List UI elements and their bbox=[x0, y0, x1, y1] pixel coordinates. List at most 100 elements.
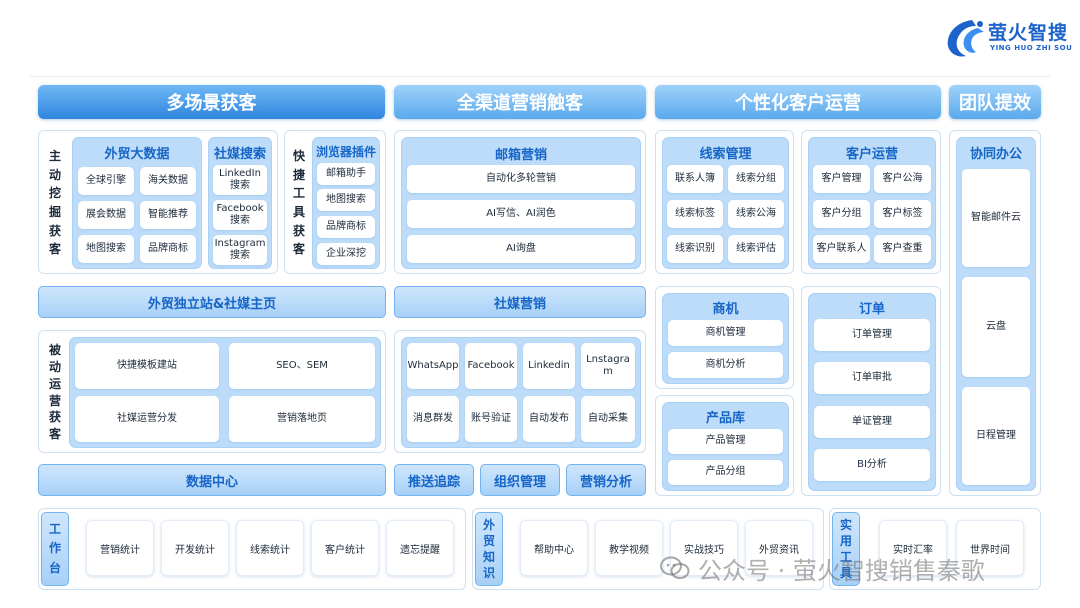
item-smart-recommend[interactable]: 智能推荐 bbox=[140, 201, 196, 229]
item-customer-pool[interactable]: 客户公海 bbox=[874, 165, 931, 193]
item-order-mgmt[interactable]: 订单管理 bbox=[814, 319, 930, 351]
collab-panel: 协同办公 智能邮件云 云盘 日程管理 bbox=[949, 130, 1041, 496]
item-ai-inquiry[interactable]: AI询盘 bbox=[407, 235, 635, 263]
header-all-channel: 全渠道营销触客 bbox=[394, 85, 646, 119]
item-lead-pool[interactable]: 线索公海 bbox=[728, 200, 784, 228]
social-search-title: 社媒搜索 bbox=[213, 147, 266, 162]
item-dev-stats[interactable]: 开发统计 bbox=[161, 520, 229, 576]
item-customer-group[interactable]: 客户分组 bbox=[813, 200, 870, 228]
foreign-trade-data-title: 外贸大数据 bbox=[104, 147, 170, 162]
opportunity-group: 商机 商机管理 商机分析 bbox=[662, 293, 789, 384]
item-smart-mail-cloud[interactable]: 智能邮件云 bbox=[962, 169, 1030, 267]
item-mass-message[interactable]: 消息群发 bbox=[407, 396, 459, 442]
social-search-group: 社媒搜索 LinkedIn 搜索 Facebook 搜索 Instagram 搜… bbox=[208, 137, 272, 269]
active-acquisition-label: 主动挖掘获客 bbox=[48, 149, 61, 257]
item-brand-plugin[interactable]: 品牌商标 bbox=[317, 216, 375, 238]
item-account-verify[interactable]: 账号验证 bbox=[465, 396, 517, 442]
collab-group: 协同办公 智能邮件云 云盘 日程管理 bbox=[956, 137, 1036, 491]
item-company-dig[interactable]: 企业深挖 bbox=[317, 243, 375, 265]
data-center-bar[interactable]: 数据中心 bbox=[38, 464, 386, 496]
tab-org-management[interactable]: 组织管理 bbox=[480, 464, 560, 496]
passive-items-group: 快捷模板建站 SEO、SEM 社媒运营分发 营销落地页 bbox=[69, 337, 381, 448]
quick-tools-label: 快捷工具获客 bbox=[292, 149, 305, 257]
wechat-icon bbox=[660, 556, 690, 579]
social-marketing-panel: WhatsApp Facebook Linkedin Lnstagra m 消息… bbox=[394, 330, 646, 453]
site-bar[interactable]: 外贸独立站&社媒主页 bbox=[38, 286, 386, 318]
item-auto-multi-round[interactable]: 自动化多轮营销 bbox=[407, 165, 635, 193]
item-opportunity-mgmt[interactable]: 商机管理 bbox=[668, 320, 783, 346]
trade-knowledge-label: 外贸知识 bbox=[475, 512, 503, 586]
item-email-assistant[interactable]: 邮箱助手 bbox=[317, 163, 375, 185]
product-lib-title: 产品库 bbox=[705, 411, 745, 426]
item-landing-page[interactable]: 营销落地页 bbox=[229, 396, 375, 442]
tab-marketing-analysis[interactable]: 营销分析 bbox=[566, 464, 646, 496]
item-linkedin[interactable]: Linkedin bbox=[523, 343, 575, 389]
watermark: 公众号 · 萤火智搜销售秦歌 bbox=[660, 548, 1060, 588]
item-map-search[interactable]: 地图搜索 bbox=[78, 235, 134, 263]
firefly-logo-icon bbox=[947, 20, 984, 57]
email-marketing-group: 邮箱营销 自动化多轮营销 AI写信、AI润色 AI询盘 bbox=[401, 137, 641, 269]
lead-mgmt-panel: 线索管理 联系人簿 线索分组 线索标签 线索公海 线索识别 线索评估 bbox=[655, 130, 794, 274]
quick-tools-panel: 快捷工具获客 浏览器插件 邮箱助手 地图搜索 品牌商标 企业深挖 bbox=[284, 130, 386, 274]
item-brand-trademark[interactable]: 品牌商标 bbox=[140, 235, 196, 263]
item-world-time[interactable]: 世界时间 bbox=[956, 520, 1024, 576]
lead-mgmt-title: 线索管理 bbox=[699, 147, 752, 162]
item-lead-stats[interactable]: 线索统计 bbox=[236, 520, 304, 576]
item-lead-evaluate[interactable]: 线索评估 bbox=[728, 235, 784, 263]
email-marketing-panel: 邮箱营销 自动化多轮营销 AI写信、AI润色 AI询盘 bbox=[394, 130, 646, 274]
item-customer-mgmt[interactable]: 客户管理 bbox=[813, 165, 870, 193]
item-linkedin-search[interactable]: LinkedIn 搜索 bbox=[213, 165, 267, 195]
item-facebook-search[interactable]: Facebook 搜索 bbox=[213, 200, 267, 230]
item-instagram-search[interactable]: Instagram 搜索 bbox=[213, 235, 267, 265]
item-template-site[interactable]: 快捷模板建站 bbox=[75, 343, 219, 389]
item-lead-identify[interactable]: 线索识别 bbox=[667, 235, 723, 263]
social-marketing-bar[interactable]: 社媒营销 bbox=[394, 286, 646, 318]
watermark-text: 公众号 · 萤火智搜销售秦歌 bbox=[698, 556, 985, 585]
item-customs-data[interactable]: 海关数据 bbox=[140, 167, 196, 195]
item-opportunity-analysis[interactable]: 商机分析 bbox=[668, 352, 783, 378]
email-marketing-title: 邮箱营销 bbox=[494, 148, 547, 163]
item-contacts[interactable]: 联系人簿 bbox=[667, 165, 723, 193]
tab-push-tracking[interactable]: 推送追踪 bbox=[394, 464, 474, 496]
workbench-label: 工作台 bbox=[41, 512, 69, 586]
opportunity-title: 商机 bbox=[712, 302, 739, 317]
item-document-mgmt[interactable]: 单证管理 bbox=[814, 406, 930, 438]
item-instagram[interactable]: Lnstagra m bbox=[581, 343, 635, 389]
item-practical-tips[interactable]: 实战技巧 bbox=[670, 520, 738, 576]
item-social-distribution[interactable]: 社媒运营分发 bbox=[75, 396, 219, 442]
item-customer-stats[interactable]: 客户统计 bbox=[311, 520, 379, 576]
item-trade-news[interactable]: 外贸资讯 bbox=[745, 520, 813, 576]
item-customer-contact[interactable]: 客户联系人 bbox=[813, 235, 870, 263]
item-lead-group[interactable]: 线索分组 bbox=[728, 165, 784, 193]
brand-subtitle: YING HUO ZHI SOU bbox=[990, 44, 1073, 52]
item-lead-tag[interactable]: 线索标签 bbox=[667, 200, 723, 228]
item-cloud-drive[interactable]: 云盘 bbox=[962, 277, 1030, 377]
utilities-label: 实用工具 bbox=[832, 512, 860, 586]
item-calendar[interactable]: 日程管理 bbox=[962, 387, 1030, 485]
item-exchange-rate[interactable]: 实时汇率 bbox=[879, 520, 947, 576]
item-whatsapp[interactable]: WhatsApp bbox=[407, 343, 459, 389]
item-global-engine[interactable]: 全球引擎 bbox=[78, 167, 134, 195]
item-order-approval[interactable]: 订单审批 bbox=[814, 362, 930, 394]
passive-acquisition-label: 被动运营获客 bbox=[48, 343, 61, 442]
item-marketing-stats[interactable]: 营销统计 bbox=[86, 520, 154, 576]
item-customer-dedupe[interactable]: 客户查重 bbox=[874, 235, 931, 263]
item-auto-collect[interactable]: 自动采集 bbox=[581, 396, 635, 442]
order-title: 订单 bbox=[858, 302, 885, 317]
item-product-mgmt[interactable]: 产品管理 bbox=[668, 429, 783, 454]
item-forget-reminder[interactable]: 遗忘提醒 bbox=[386, 520, 454, 576]
item-help-center[interactable]: 帮助中心 bbox=[520, 520, 588, 576]
item-seo-sem[interactable]: SEO、SEM bbox=[229, 343, 375, 389]
foreign-trade-data-group: 外贸大数据 全球引擎 海关数据 展会数据 智能推荐 地图搜索 品牌商标 bbox=[72, 137, 202, 269]
item-auto-publish[interactable]: 自动发布 bbox=[523, 396, 575, 442]
item-customer-tag[interactable]: 客户标签 bbox=[874, 200, 931, 228]
item-map-search-plugin[interactable]: 地图搜索 bbox=[317, 189, 375, 211]
item-bi-analysis[interactable]: BI分析 bbox=[814, 449, 930, 481]
item-expo-data[interactable]: 展会数据 bbox=[78, 201, 134, 229]
browser-plugin-title: 浏览器插件 bbox=[315, 145, 376, 159]
item-product-group[interactable]: 产品分组 bbox=[668, 460, 783, 485]
item-facebook[interactable]: Facebook bbox=[465, 343, 517, 389]
item-ai-writing[interactable]: AI写信、AI润色 bbox=[407, 200, 635, 228]
collab-title: 协同办公 bbox=[969, 147, 1022, 162]
item-tutorial-video[interactable]: 教学视频 bbox=[595, 520, 663, 576]
